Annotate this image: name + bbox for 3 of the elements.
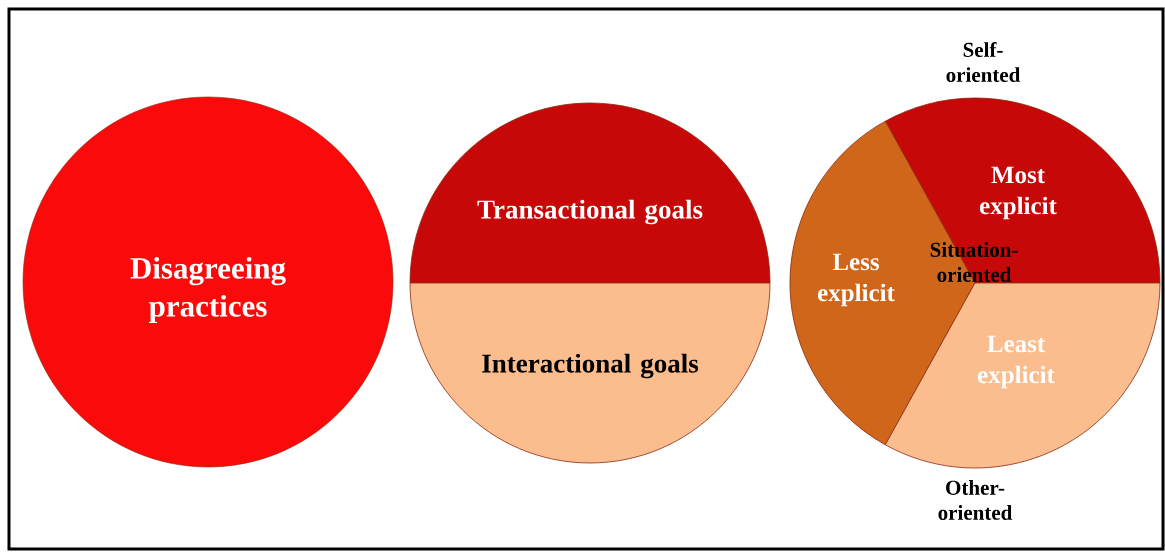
label: Self-oriented: [946, 42, 1021, 82]
label: Situation-oriented: [930, 242, 1018, 282]
label: Other-oriented: [938, 480, 1013, 520]
